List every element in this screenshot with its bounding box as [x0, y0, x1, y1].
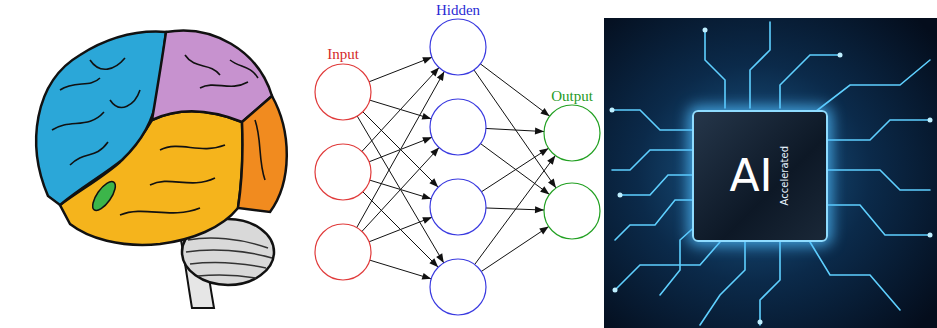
circuit-trace	[700, 242, 745, 325]
ai-chip: AI Accelerated	[692, 110, 828, 242]
circuit-pads	[610, 28, 933, 325]
input-neuron	[315, 224, 371, 280]
network-arrows	[343, 47, 572, 287]
occipital-lobe	[238, 96, 287, 212]
circuit-trace	[615, 242, 720, 290]
circuit-pad	[838, 53, 843, 58]
circuit-trace	[760, 242, 780, 325]
chip-title: AI	[729, 152, 772, 200]
brain-illustration	[0, 0, 300, 328]
chip-subtitle: Accelerated	[779, 146, 791, 205]
circuit-trace	[828, 205, 930, 235]
circuit-pad	[618, 193, 623, 198]
layer-label: Hidden	[436, 2, 480, 18]
circuit-pad	[613, 288, 618, 293]
output-neuron	[544, 105, 600, 161]
brain-area	[89, 178, 120, 214]
circuit-pad	[610, 108, 615, 113]
circuit-trace	[612, 110, 700, 130]
parietal-lobe	[152, 31, 272, 122]
input-neuron	[315, 144, 371, 200]
circuit-trace	[815, 60, 930, 112]
circuit-traces	[612, 22, 930, 325]
circuit-trace	[828, 170, 930, 190]
circuit-trace	[620, 175, 700, 195]
circuit-pad	[703, 28, 708, 33]
layer-label: Output	[551, 88, 593, 104]
input-neuron	[315, 64, 371, 120]
cerebellum-folds	[186, 238, 272, 278]
hidden-neuron	[430, 99, 486, 155]
brain-gyri	[52, 55, 265, 215]
output-neuron	[544, 183, 600, 239]
hidden-neuron	[430, 179, 486, 235]
circuit-trace	[810, 242, 900, 310]
hidden-neuron	[430, 259, 486, 315]
photo-ground	[604, 18, 937, 328]
layer-label: Input	[327, 46, 359, 62]
circuit-pad	[928, 118, 933, 123]
circuit-pad	[928, 233, 933, 238]
circuit-pad	[758, 320, 763, 325]
circuit-trace	[750, 22, 770, 108]
circuit-trace	[828, 120, 930, 140]
frontal-lobe	[36, 32, 166, 205]
circuit-trace	[705, 30, 725, 108]
circuit-trace	[612, 150, 700, 170]
hidden-neuron	[430, 19, 486, 75]
